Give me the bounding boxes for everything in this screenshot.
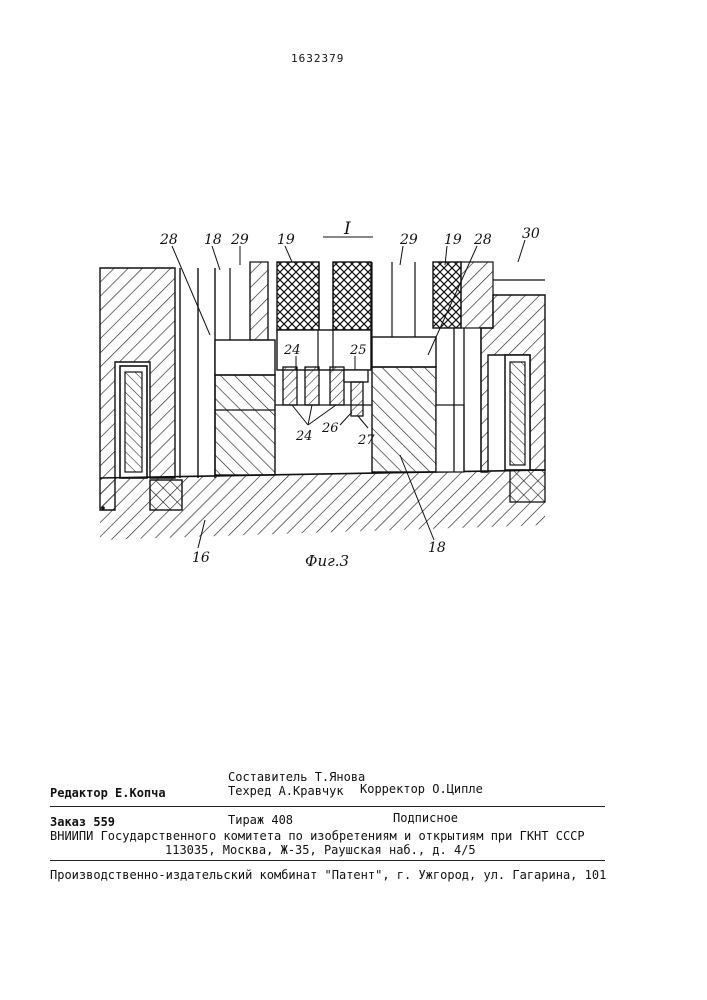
label-16: 16 — [192, 550, 210, 566]
left-housing — [100, 268, 175, 510]
circulation: Тираж 408 — [228, 813, 293, 827]
label-18-top: 18 — [204, 232, 222, 248]
pack-19-left — [277, 262, 371, 330]
printer: Производственно-издательский комбинат "П… — [50, 868, 606, 882]
label-24-top: 24 — [283, 343, 301, 358]
divider-2 — [50, 860, 605, 861]
compiler: Составитель Т.Янова — [228, 770, 365, 784]
label-28-right: 28 — [473, 232, 492, 248]
label-section-I: I — [343, 219, 351, 239]
block-18-left — [215, 340, 275, 475]
subscription: Подписное — [393, 811, 458, 825]
technical-drawing-fig3: 28 18 29 19 I 29 19 28 30 24 25 24 26 27… — [0, 0, 707, 620]
label-30: 30 — [522, 226, 540, 242]
label-18-bottom: 18 — [428, 540, 446, 556]
stray-dot — [101, 506, 105, 510]
label-24-bottom: 24 — [295, 429, 313, 444]
label-29-left: 29 — [230, 232, 249, 248]
label-25: 25 — [349, 343, 367, 358]
label-26: 26 — [321, 421, 339, 436]
figure-caption: Фиг.3 — [305, 554, 349, 568]
label-19-left: 19 — [277, 232, 295, 248]
corrector: Корректор О.Ципле — [360, 782, 483, 796]
base-part-16 — [100, 470, 545, 540]
label-29-right: 29 — [399, 232, 418, 248]
techred: Техред А.Кравчук — [228, 784, 344, 798]
label-28-left: 28 — [159, 232, 178, 248]
bushing-left — [250, 262, 268, 340]
order: Заказ 559 — [50, 815, 115, 829]
block-18-right — [372, 337, 464, 472]
label-27: 27 — [357, 433, 375, 448]
institute: ВНИИПИ Государственного комитета по изоб… — [50, 829, 585, 843]
address: 113035, Москва, Ж-35, Раушская наб., д. … — [165, 843, 476, 857]
editor: Редактор Е.Копча — [50, 786, 166, 800]
divider-1 — [50, 806, 605, 807]
label-19-right: 19 — [444, 232, 462, 248]
